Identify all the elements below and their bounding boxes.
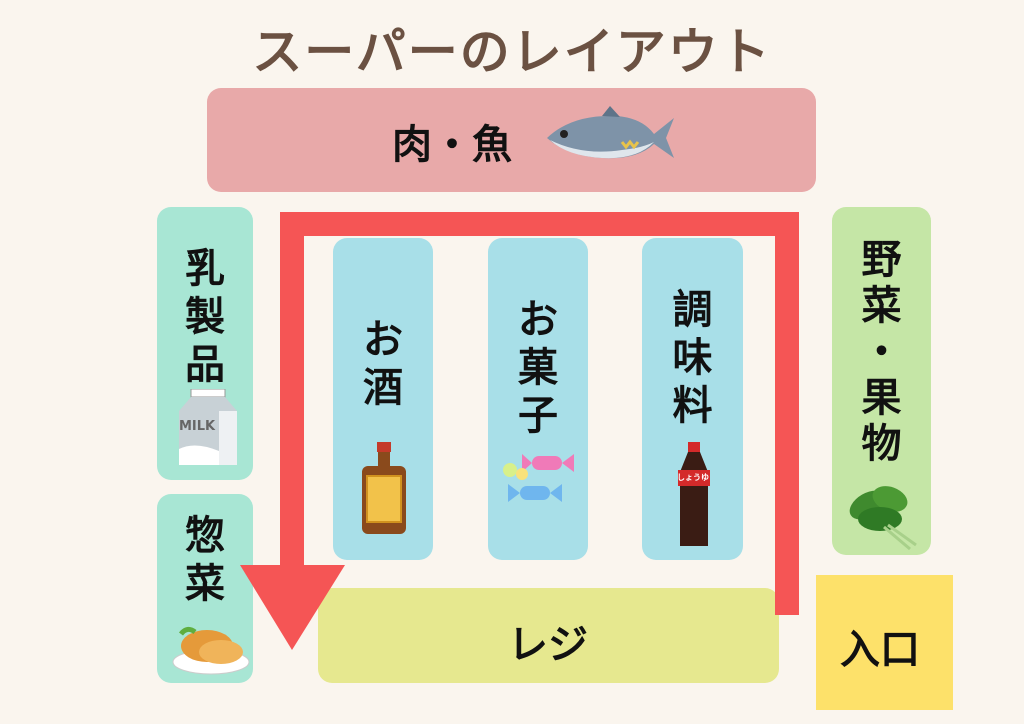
page-title: スーパーのレイアウト bbox=[252, 23, 772, 81]
section-dairy: 乳 製 品 MILK bbox=[157, 207, 253, 480]
soy-sauce-icon: しょうゆ bbox=[674, 442, 714, 548]
fish-icon bbox=[547, 106, 674, 159]
produce-label-char: 野 bbox=[861, 237, 902, 283]
snacks-label-char: お bbox=[518, 297, 558, 343]
spinach-icon bbox=[849, 486, 917, 551]
entrance-label: 入口 bbox=[840, 627, 920, 673]
section-snacks: お 菓 子 bbox=[488, 238, 588, 560]
section-deli: 惣 菜 bbox=[157, 494, 253, 683]
section-register: レジ bbox=[318, 588, 779, 683]
deli-label-char: 惣 bbox=[185, 513, 225, 559]
seasoning-label-char: 味 bbox=[672, 335, 713, 381]
alcohol-label-char: 酒 bbox=[363, 365, 403, 411]
produce-label-char: 菜 bbox=[861, 283, 902, 329]
dairy-label-char: 製 bbox=[185, 294, 225, 340]
section-entrance: 入口 bbox=[816, 575, 953, 710]
bottle-icon bbox=[362, 442, 406, 534]
dairy-label-char: 乳 bbox=[185, 246, 225, 292]
section-alcohol: お 酒 bbox=[333, 238, 433, 560]
milk-carton-icon: MILK bbox=[175, 389, 241, 469]
section-meat-fish: 肉・魚 bbox=[207, 88, 816, 192]
route-line bbox=[280, 212, 799, 615]
seasoning-label-char: 料 bbox=[672, 383, 713, 429]
section-produce: 野 菜 ・ 果 物 bbox=[832, 207, 931, 555]
snacks-label-char: 子 bbox=[518, 393, 558, 439]
section-seasoning: 調 味 料 しょうゆ bbox=[642, 238, 743, 560]
snacks-label-char: 菓 bbox=[518, 345, 558, 391]
dairy-label-char: 品 bbox=[185, 342, 225, 388]
alcohol-label-char: お bbox=[363, 317, 403, 363]
produce-label-char: 物 bbox=[861, 421, 902, 467]
candy-icon bbox=[503, 454, 574, 502]
soy-sauce-label: しょうゆ bbox=[677, 473, 709, 482]
croquette-icon bbox=[172, 626, 250, 675]
register-label: レジ bbox=[508, 622, 588, 668]
deli-label-char: 菜 bbox=[185, 561, 225, 607]
produce-label-char: ・ bbox=[861, 329, 902, 375]
route-arrowhead bbox=[240, 565, 345, 650]
meat-fish-label: 肉・魚 bbox=[392, 122, 512, 168]
milk-label: MILK bbox=[179, 419, 216, 434]
seasoning-label-char: 調 bbox=[672, 287, 713, 333]
produce-label-char: 果 bbox=[861, 375, 902, 421]
